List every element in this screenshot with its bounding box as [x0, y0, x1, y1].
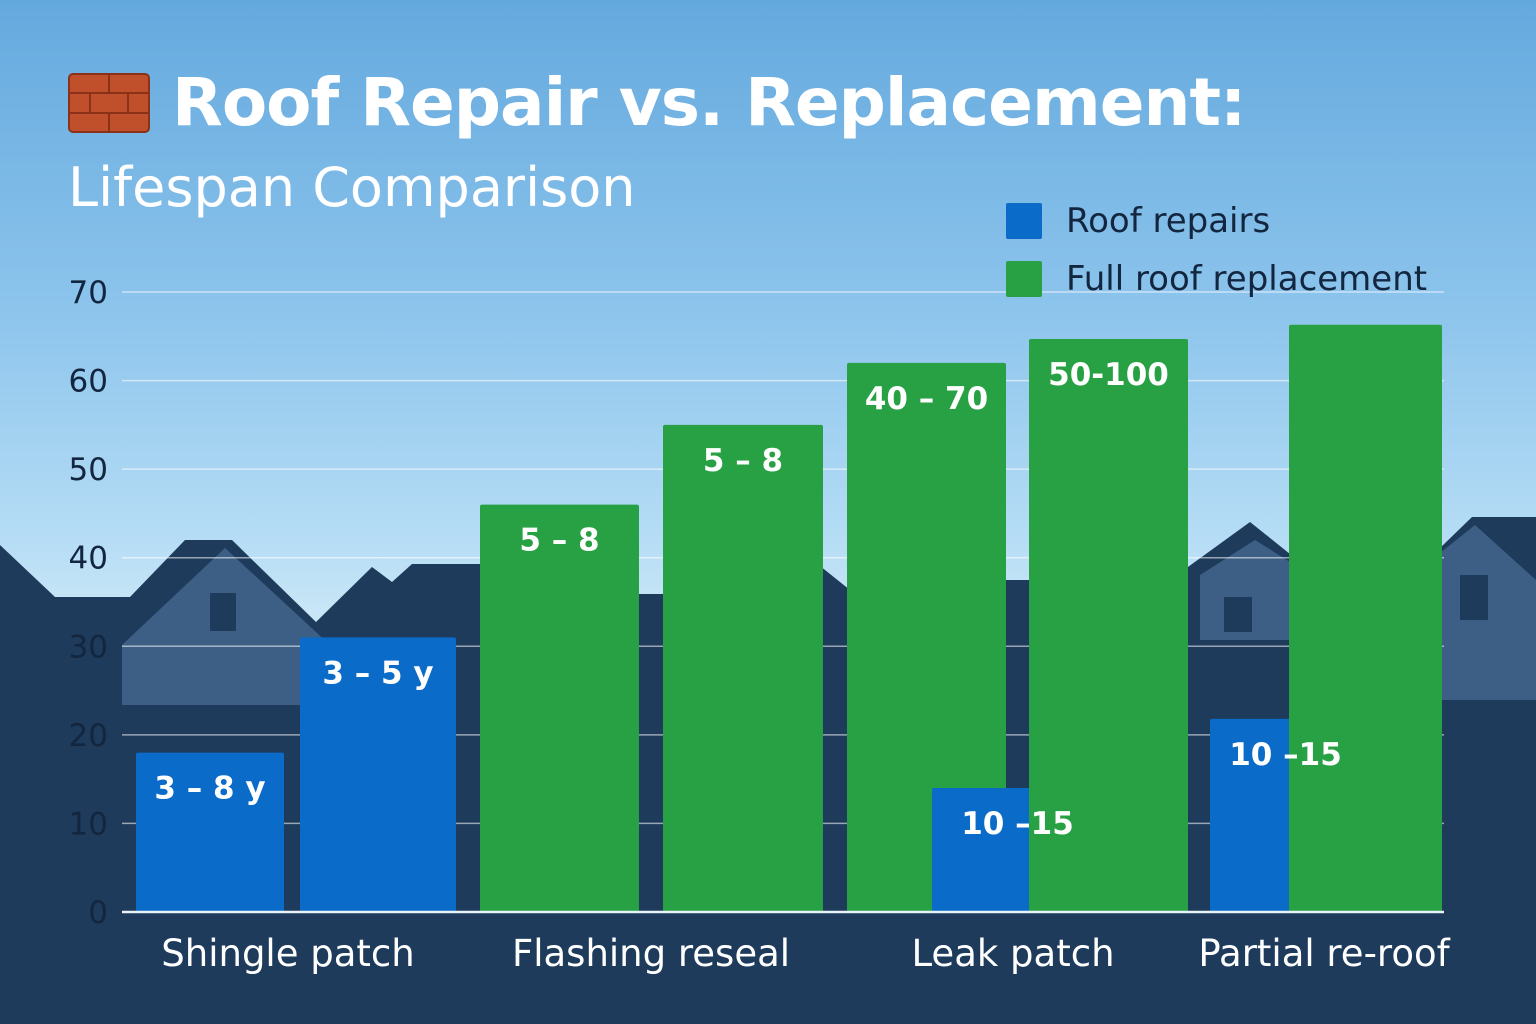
brick-wall-icon: [68, 72, 150, 133]
y-tick-label: 70: [69, 275, 108, 311]
bars: [136, 324, 1442, 912]
y-axis-ticks: 0 10 20 30 40 50 60 70: [69, 275, 108, 931]
bar: [480, 504, 639, 912]
y-tick-label: 0: [88, 895, 108, 931]
y-tick-label: 20: [69, 718, 108, 754]
bar-labels: 3 – 8 y 3 – 5 y 5 – 8 5 – 8 40 – 70 10 –15 50-…: [154, 357, 1341, 842]
x-tick-label: Partial re-roof: [1198, 932, 1450, 975]
chart-title: Roof Repair vs. Replacement:: [172, 64, 1246, 141]
bar-value-label: 3 – 5 y: [322, 655, 433, 691]
x-axis-labels: Shingle patch Flashing reseal Leak patch Pa…: [161, 932, 1450, 975]
bar-value-label: 10 –15: [961, 806, 1074, 842]
legend-label-replacement: Full roof replacement: [1066, 259, 1428, 299]
bar: [300, 637, 456, 912]
x-tick-label: Leak patch: [911, 932, 1114, 975]
y-tick-label: 30: [69, 629, 108, 665]
bar: [847, 362, 1006, 912]
x-tick-label: Flashing reseal: [512, 932, 790, 975]
legend-item-replacement: Full roof replacement: [1006, 250, 1427, 308]
bar-value-label: 50-100: [1048, 357, 1169, 393]
y-tick-label: 40: [69, 541, 108, 577]
bar-value-label: 40 – 70: [865, 381, 988, 417]
legend: Roof repairs Full roof replacement: [1006, 192, 1427, 308]
legend-item-repairs: Roof repairs: [1006, 192, 1427, 250]
y-tick-label: 10: [69, 806, 108, 842]
bar-value-label: 3 – 8 y: [154, 771, 265, 807]
bar: [663, 424, 823, 912]
x-tick-label: Shingle patch: [161, 932, 414, 975]
y-tick-label: 50: [69, 452, 108, 488]
title-row: Roof Repair vs. Replacement:: [68, 64, 1246, 141]
bar: [136, 752, 284, 912]
bar-value-label: 10 –15: [1229, 737, 1342, 773]
bar: [1289, 324, 1442, 912]
legend-swatch-repairs: [1006, 203, 1042, 239]
y-tick-label: 60: [69, 364, 108, 400]
bar: [1029, 338, 1188, 912]
chart-subtitle: Lifespan Comparison: [68, 156, 636, 219]
legend-swatch-replacement: [1006, 261, 1042, 297]
bar-value-label: 5 – 8: [519, 523, 599, 559]
legend-label-repairs: Roof repairs: [1066, 201, 1271, 241]
bar-value-label: 5 – 8: [703, 443, 783, 479]
